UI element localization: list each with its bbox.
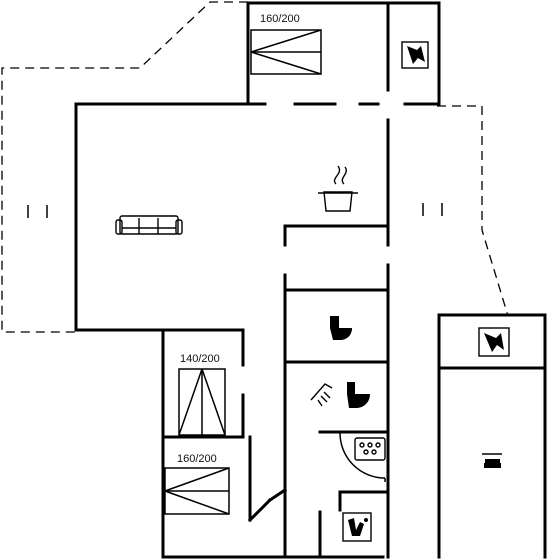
bed-bottom: 160/200 [164, 453, 230, 515]
terrace-outline [1, 1, 509, 333]
bed-top-label: 160/200 [260, 13, 300, 25]
exterior-walls [74, 1, 547, 559]
toilet-icon [330, 316, 352, 340]
sauna-door-arc [339, 431, 386, 479]
bed-bottom-label: 160/200 [177, 453, 217, 465]
washing-machine-icon [342, 512, 372, 542]
window-marks [27, 195, 443, 230]
cooking-pot-icon [318, 165, 358, 212]
stove-icon [401, 41, 429, 69]
shower-icon [310, 383, 333, 407]
toilet-icon [347, 382, 370, 408]
stove-icon [478, 327, 510, 357]
bed-icon [482, 453, 502, 468]
sauna-icon [354, 437, 386, 461]
bed-middle: 140/200 [178, 353, 226, 436]
interior-walls [161, 1, 547, 559]
sofa-icon [115, 215, 183, 235]
bed-middle-label: 140/200 [180, 353, 220, 365]
bed-top: 160/200 [250, 13, 322, 75]
